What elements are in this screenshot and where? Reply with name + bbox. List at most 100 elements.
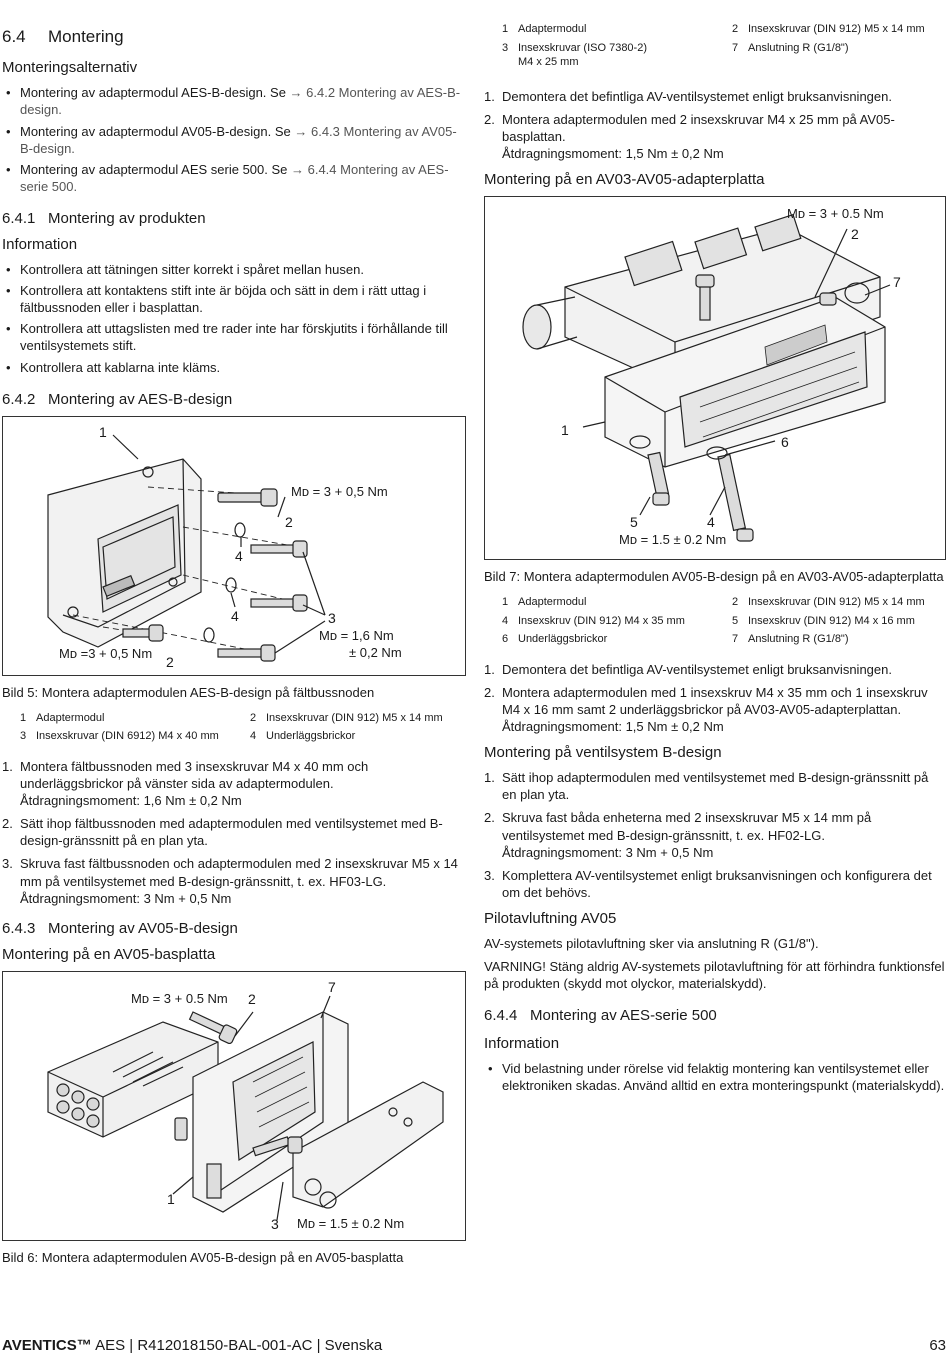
callout-2: 2 (166, 653, 174, 670)
callout-2: 2 (851, 225, 859, 242)
cross-reference-link[interactable]: → 6.4.4 Montering av AES-serie 500. (20, 161, 449, 195)
section-6-4-4-heading: 6.4.4 Montering av AES-serie 500 (484, 1006, 946, 1026)
torque-label: Mᴅ = 1.5 ± 0.2 Nm (619, 531, 727, 547)
figure-7-av03-av05: Mᴅ = 3 + 0.5 Nm 2 7 1 6 5 4 Mᴅ = 1.5 ± 0… (484, 195, 946, 560)
section-title: Montering av produkten (48, 210, 206, 228)
alternatives-heading: Monteringsalternativ (2, 59, 138, 77)
torque-label: Mᴅ = 3 + 0.5 Nm (787, 205, 884, 221)
callout-4: 4 (707, 513, 715, 530)
figure-6-caption: Bild 6: Montera adaptermodulen AV05-B-de… (2, 1249, 404, 1265)
callout-1: 1 (167, 1190, 175, 1207)
step-item: 3.Komplettera AV-ventilsystemet enligt b… (484, 867, 932, 901)
section-6-4-1-heading: 6.4.1 Montering av produkten (2, 209, 464, 229)
callout-2: 2 (285, 513, 293, 530)
page-footer: AVENTICS™ AES | R412018150-BAL-001-AC | … (2, 1336, 946, 1356)
step-item: 1.Sätt ihop adaptermodulen med ventilsys… (484, 770, 929, 803)
av05-heading: Montering på en AV05-basplatta (2, 945, 216, 963)
torque-label: Mᴅ = 3 + 0.5 Nm (131, 990, 228, 1006)
brand-name: AVENTICS™ (2, 1337, 92, 1354)
b-design-heading: Montering på ventilsystem B-design (484, 744, 722, 762)
alternatives-list: Montering av adaptermodul AES-B-design. … (2, 84, 464, 195)
information-list: Vid belastning under rörelse vid felakti… (484, 1060, 946, 1094)
section-title: Montering av AV05-B-design (48, 919, 238, 937)
information-heading: Information (484, 1035, 560, 1053)
callout-4: 4 (235, 547, 243, 564)
list-item: Kontrollera att kontaktens stift inte är… (2, 282, 464, 316)
figure-7-drawing (522, 213, 891, 542)
step-item: 2.Skruva fast båda enheterna med 2 insex… (484, 810, 872, 860)
figure-7-caption: Bild 7: Montera adaptermodulen AV05-B-de… (484, 568, 944, 584)
warning-label: VARNING! (484, 959, 546, 975)
torque-label: Mᴅ = 1.5 ± 0.2 Nm (297, 1215, 405, 1231)
step-item: 2.Montera adaptermodulen med 2 insexskru… (484, 111, 895, 162)
list-item: Montering av adaptermodul AES-B-design. … (2, 84, 464, 118)
step-item: 1.Demontera det befintliga AV-ventilsyst… (484, 88, 892, 104)
step-item: 1.Demontera det befintliga AV-ventilsyst… (484, 661, 892, 677)
list-item: Montering av adaptermodul AES serie 500.… (2, 161, 464, 195)
figure-5-caption: Bild 5: Montera adaptermodulen AES-B-des… (2, 684, 375, 700)
callout-3: 3 (271, 1215, 279, 1232)
section-number: 6.4.3 (2, 919, 36, 937)
callout-2: 2 (248, 990, 256, 1007)
pilot-heading: Pilotavluftning AV05 (484, 910, 617, 928)
list-item: Kontrollera att kablarna inte kläms. (2, 359, 464, 376)
section-6-4-3-heading: 6.4.3 Montering av AV05-B-design (2, 919, 464, 939)
list-item: Montering av adaptermodul AV05-B-design.… (2, 123, 464, 157)
callout-7: 7 (893, 273, 901, 290)
cross-reference-link[interactable]: → 6.4.3 Montering av AV05-B-design. (20, 123, 457, 156)
torque-label: Mᴅ = 1,6 Nm (319, 627, 394, 643)
document-id: AES | R412018150-BAL-001-AC | Svenska (91, 1337, 383, 1354)
warning-paragraph: VARNING! Stäng aldrig AV-systemets pilot… (484, 958, 946, 992)
figure-5-steps: 1.Montera fältbussnoden med 3 insexskruv… (2, 758, 464, 907)
figure-6-steps: 1.Demontera det befintliga AV-ventilsyst… (484, 88, 946, 163)
callout-6: 6 (781, 433, 789, 450)
list-item: Kontrollera att uttagslisten med tre rad… (2, 320, 464, 354)
section-title: Montering av AES-serie 500 (530, 1007, 717, 1025)
callout-1: 1 (99, 423, 107, 440)
section-6-4-2-heading: 6.4.2 Montering av AES-B-design (2, 390, 464, 410)
callout-3: 3 (328, 609, 336, 626)
av03-av05-heading: Montering på en AV03-AV05-adapterplatta (484, 171, 765, 189)
list-item: Vid belastning under rörelse vid felakti… (484, 1060, 946, 1094)
callout-1: 1 (561, 421, 569, 438)
callout-4: 4 (231, 607, 239, 624)
section-6-4-heading: 6.4 Montering (2, 26, 464, 48)
information-heading: Information (2, 235, 78, 253)
cross-reference-link[interactable]: → 6.4.2 Montering av AES-B-design. (20, 85, 461, 118)
list-item: Kontrollera att tätningen sitter korrekt… (2, 261, 464, 278)
torque-label: ± 0,2 Nm (349, 644, 402, 660)
section-number: 6.4.2 (2, 390, 36, 408)
figure-7-steps: 1.Demontera det befintliga AV-ventilsyst… (484, 661, 946, 736)
callout-5: 5 (630, 513, 638, 530)
section-number: 6.4 (2, 27, 26, 46)
torque-label: Mᴅ =3 + 0,5 Nm (59, 645, 153, 661)
left-column: 6.4 Montering Monteringsalternativ Monter… (2, 18, 466, 1276)
callout-7: 7 (328, 978, 336, 995)
step-item: 1.Montera fältbussnoden med 3 insexskruv… (2, 758, 369, 808)
warning-text: Stäng aldrig AV-systemets pilotavluftnin… (484, 959, 945, 992)
figure-6-av05-basplatta: Mᴅ = 3 + 0.5 Nm 2 7 1 3 Mᴅ = 1.5 ± 0.2 N… (2, 970, 466, 1241)
section-number: 6.4.4 (484, 1007, 518, 1025)
figure-5-drawing (47, 434, 326, 662)
figure-6-drawing (47, 995, 444, 1220)
section-number: 6.4.1 (2, 210, 36, 228)
section-title: Montering (48, 27, 124, 46)
torque-label: Mᴅ = 3 + 0,5 Nm (291, 483, 388, 499)
section-title: Montering av AES-B-design (48, 390, 233, 408)
pilot-text: AV-systemets pilotavluftning sker via an… (484, 935, 819, 951)
